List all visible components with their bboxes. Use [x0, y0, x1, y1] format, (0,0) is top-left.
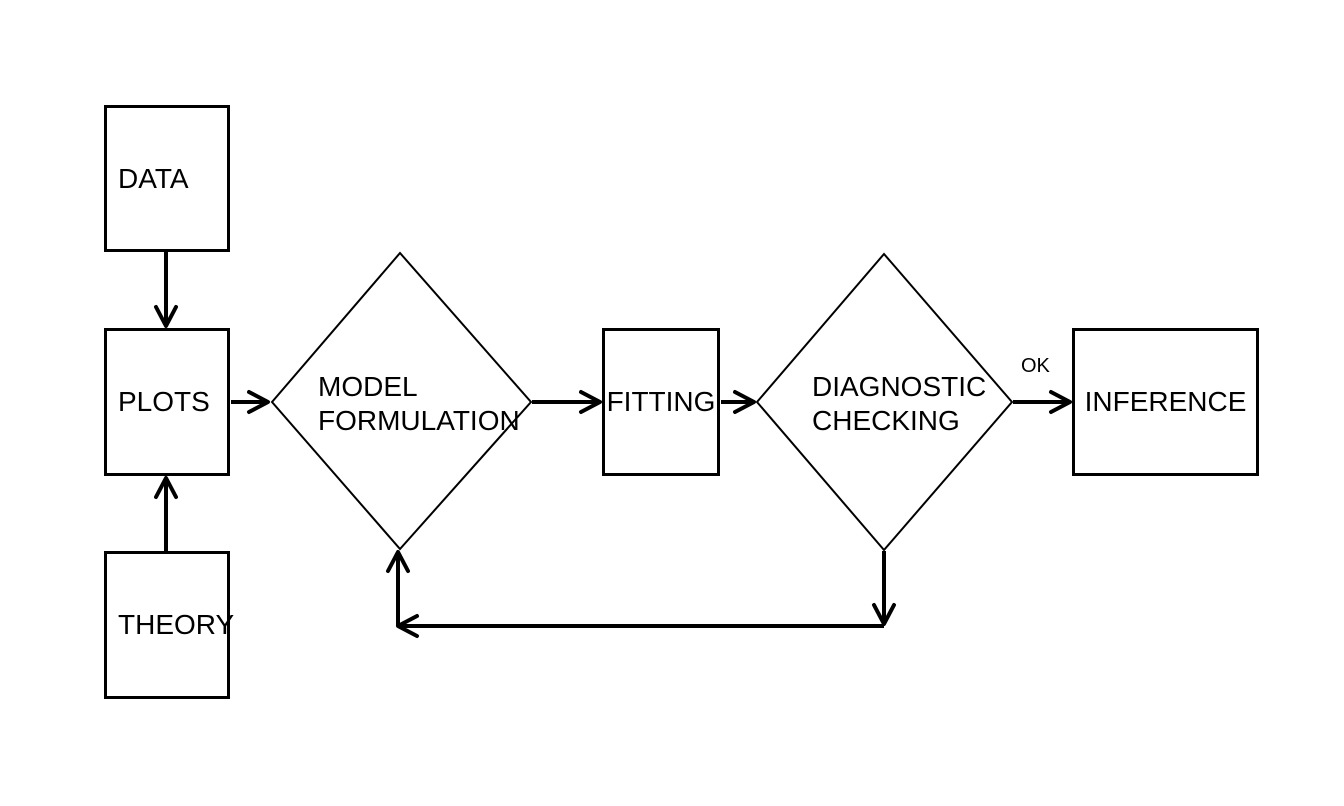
edge-data-to-plots-arrowhead — [154, 305, 178, 328]
edge-feedback-loop — [386, 550, 896, 638]
node-model-formulation-label-line1: MODEL — [318, 371, 418, 402]
node-diagnostic-checking-label: DIAGNOSTIC CHECKING — [812, 370, 986, 438]
edge-diagnostic-checking-to-inference-arrowhead — [1049, 390, 1072, 414]
node-plots: PLOTS — [104, 328, 230, 476]
node-diagnostic-checking-label-line2: CHECKING — [812, 405, 960, 436]
node-theory-label: THEORY — [118, 609, 235, 640]
edge-fitting-to-diagnostic-checking — [721, 390, 756, 414]
edge-plots-to-model-formulation-arrowhead — [247, 390, 270, 414]
edge-theory-to-plots — [154, 476, 178, 551]
node-diagnostic-checking-shape — [755, 252, 1014, 552]
edge-diagnostic-checking-to-inference — [1013, 390, 1072, 414]
edge-data-to-plots — [154, 252, 178, 328]
node-inference: INFERENCE — [1072, 328, 1259, 476]
node-model-formulation-label-line2: FORMULATION — [318, 405, 520, 436]
node-model-formulation-label: MODEL FORMULATION — [318, 370, 520, 438]
node-diagnostic-checking-label-line1: DIAGNOSTIC — [812, 371, 987, 402]
node-model-formulation-shape — [270, 251, 533, 551]
edge-model-formulation-to-fitting — [532, 390, 602, 414]
edge-theory-to-plots-arrowhead — [154, 476, 178, 499]
node-theory: THEORY — [104, 551, 234, 699]
edge-plots-to-model-formulation — [231, 390, 270, 414]
node-inference-label: INFERENCE — [1084, 386, 1247, 417]
edge-model-formulation-to-fitting-arrowhead — [579, 390, 602, 414]
node-data-label: DATA — [118, 162, 189, 194]
node-fitting: FITTING — [602, 328, 720, 476]
edge-fitting-to-diagnostic-checking-arrowhead — [733, 390, 756, 414]
feedback-up-arrowhead — [386, 550, 410, 573]
edge-label-ok: OK — [1021, 355, 1050, 377]
node-data: DATA — [104, 105, 230, 252]
node-plots-label: PLOTS — [118, 386, 210, 417]
node-fitting-label: FITTING — [606, 386, 716, 417]
